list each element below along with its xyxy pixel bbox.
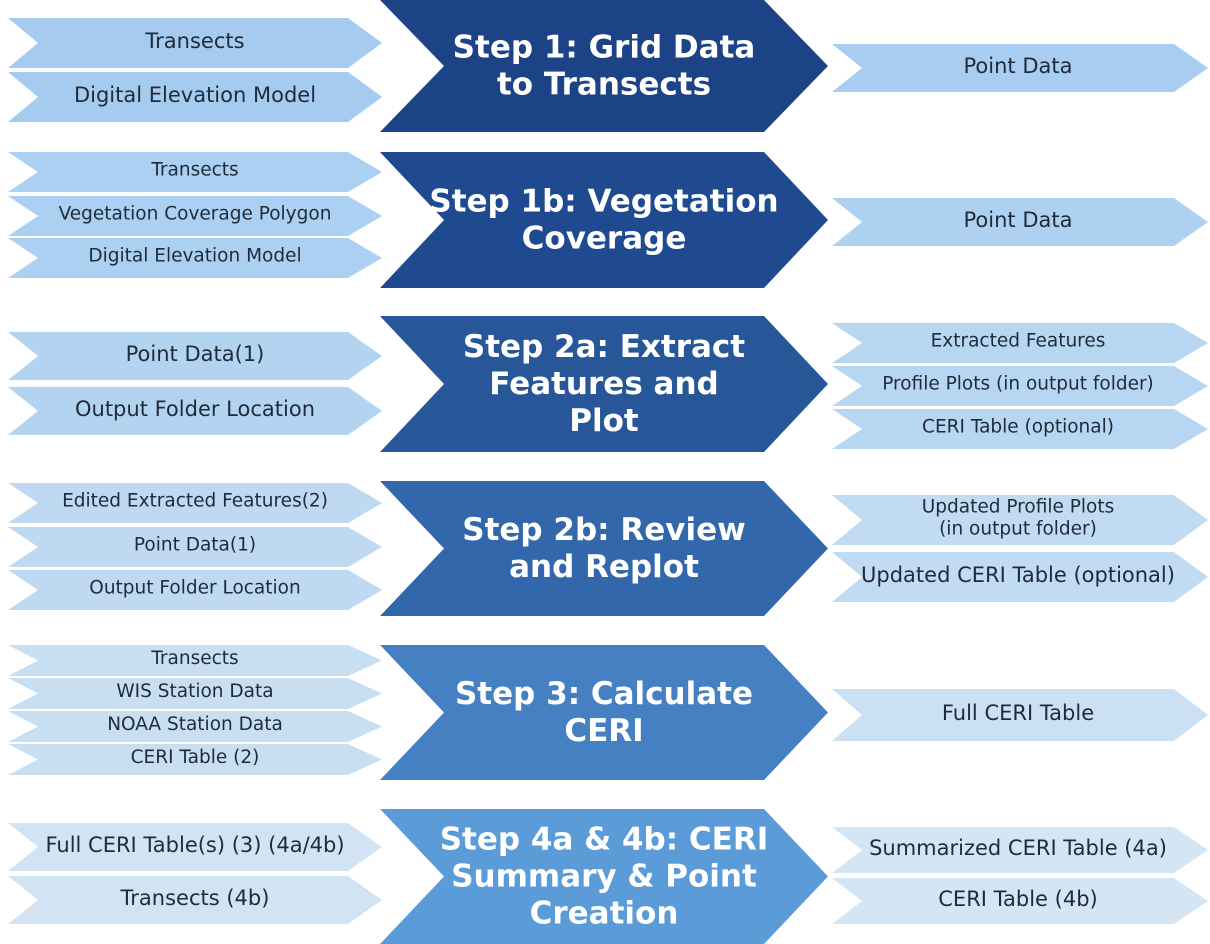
input-label-step6: Transects (4b): [120, 886, 270, 910]
input-arrow-step4: [8, 483, 382, 523]
input-arrow-step2: [8, 196, 382, 236]
input-arrow-step6: [8, 876, 382, 924]
input-label-step5: Transects: [150, 648, 238, 669]
input-label-step5: CERI Table (2): [131, 747, 260, 768]
input-label-step2: Vegetation Coverage Polygon: [59, 204, 332, 225]
input-arrow-step5: [8, 744, 382, 775]
step-arrow-3: [380, 316, 828, 452]
output-arrow-step6: [832, 878, 1208, 924]
output-label-step5: Full CERI Table: [942, 701, 1094, 725]
output-arrow-step1: [832, 44, 1208, 92]
output-label-step3: CERI Table (optional): [922, 417, 1114, 438]
output-arrow-step2: [832, 198, 1208, 246]
output-arrow-step3: [832, 323, 1208, 363]
output-label-step4: Updated Profile Plots(in output folder): [922, 497, 1115, 540]
output-label-step1: Point Data: [964, 54, 1073, 78]
input-label-step3: Output Folder Location: [75, 397, 315, 421]
input-label-step2: Digital Elevation Model: [88, 246, 301, 267]
input-label-step4: Point Data(1): [134, 535, 256, 556]
input-arrow-step3: [8, 332, 382, 380]
output-arrow-step4: [832, 552, 1208, 602]
output-arrow-step3: [832, 409, 1208, 449]
output-arrow-step5: [832, 689, 1208, 741]
input-arrow-step4: [8, 570, 382, 610]
step-arrow-5: [380, 645, 828, 780]
output-label-step4: Updated CERI Table (optional): [861, 563, 1175, 587]
output-label-step6: Summarized CERI Table (4a): [869, 836, 1167, 860]
input-label-step5: WIS Station Data: [116, 681, 273, 702]
input-label-step2: Transects: [150, 160, 238, 181]
input-arrow-step5: [8, 678, 382, 709]
output-label-step2: Point Data: [964, 208, 1073, 232]
input-label-step1: Transects: [144, 29, 244, 53]
input-arrow-step3: [8, 387, 382, 435]
input-label-step1: Digital Elevation Model: [74, 83, 316, 107]
input-label-step4: Output Folder Location: [89, 578, 300, 599]
output-arrow-step6: [832, 827, 1208, 873]
input-arrow-step1: [8, 18, 382, 68]
input-arrow-step2: [8, 152, 382, 192]
input-arrow-step6: [8, 823, 382, 871]
input-arrow-step2: [8, 238, 382, 278]
output-arrow-step3: [832, 366, 1208, 406]
output-label-step3: Extracted Features: [931, 331, 1106, 352]
input-arrow-step4: [8, 527, 382, 567]
step-arrow-2: [380, 152, 828, 288]
input-arrow-step1: [8, 72, 382, 122]
input-label-step4: Edited Extracted Features(2): [62, 491, 328, 512]
input-label-step3: Point Data(1): [126, 342, 265, 366]
output-label-step3: Profile Plots (in output folder): [882, 374, 1154, 395]
input-arrow-step5: [8, 711, 382, 742]
output-arrow-step4: [832, 495, 1208, 545]
step-arrow-6: [380, 809, 828, 944]
step-arrow-4: [380, 481, 828, 616]
step-arrow-1: [380, 0, 828, 132]
output-label-step6: CERI Table (4b): [938, 887, 1097, 911]
input-arrow-step5: [8, 645, 382, 676]
input-label-step5: NOAA Station Data: [107, 714, 283, 735]
input-label-step6: Full CERI Table(s) (3) (4a/4b): [45, 833, 344, 857]
